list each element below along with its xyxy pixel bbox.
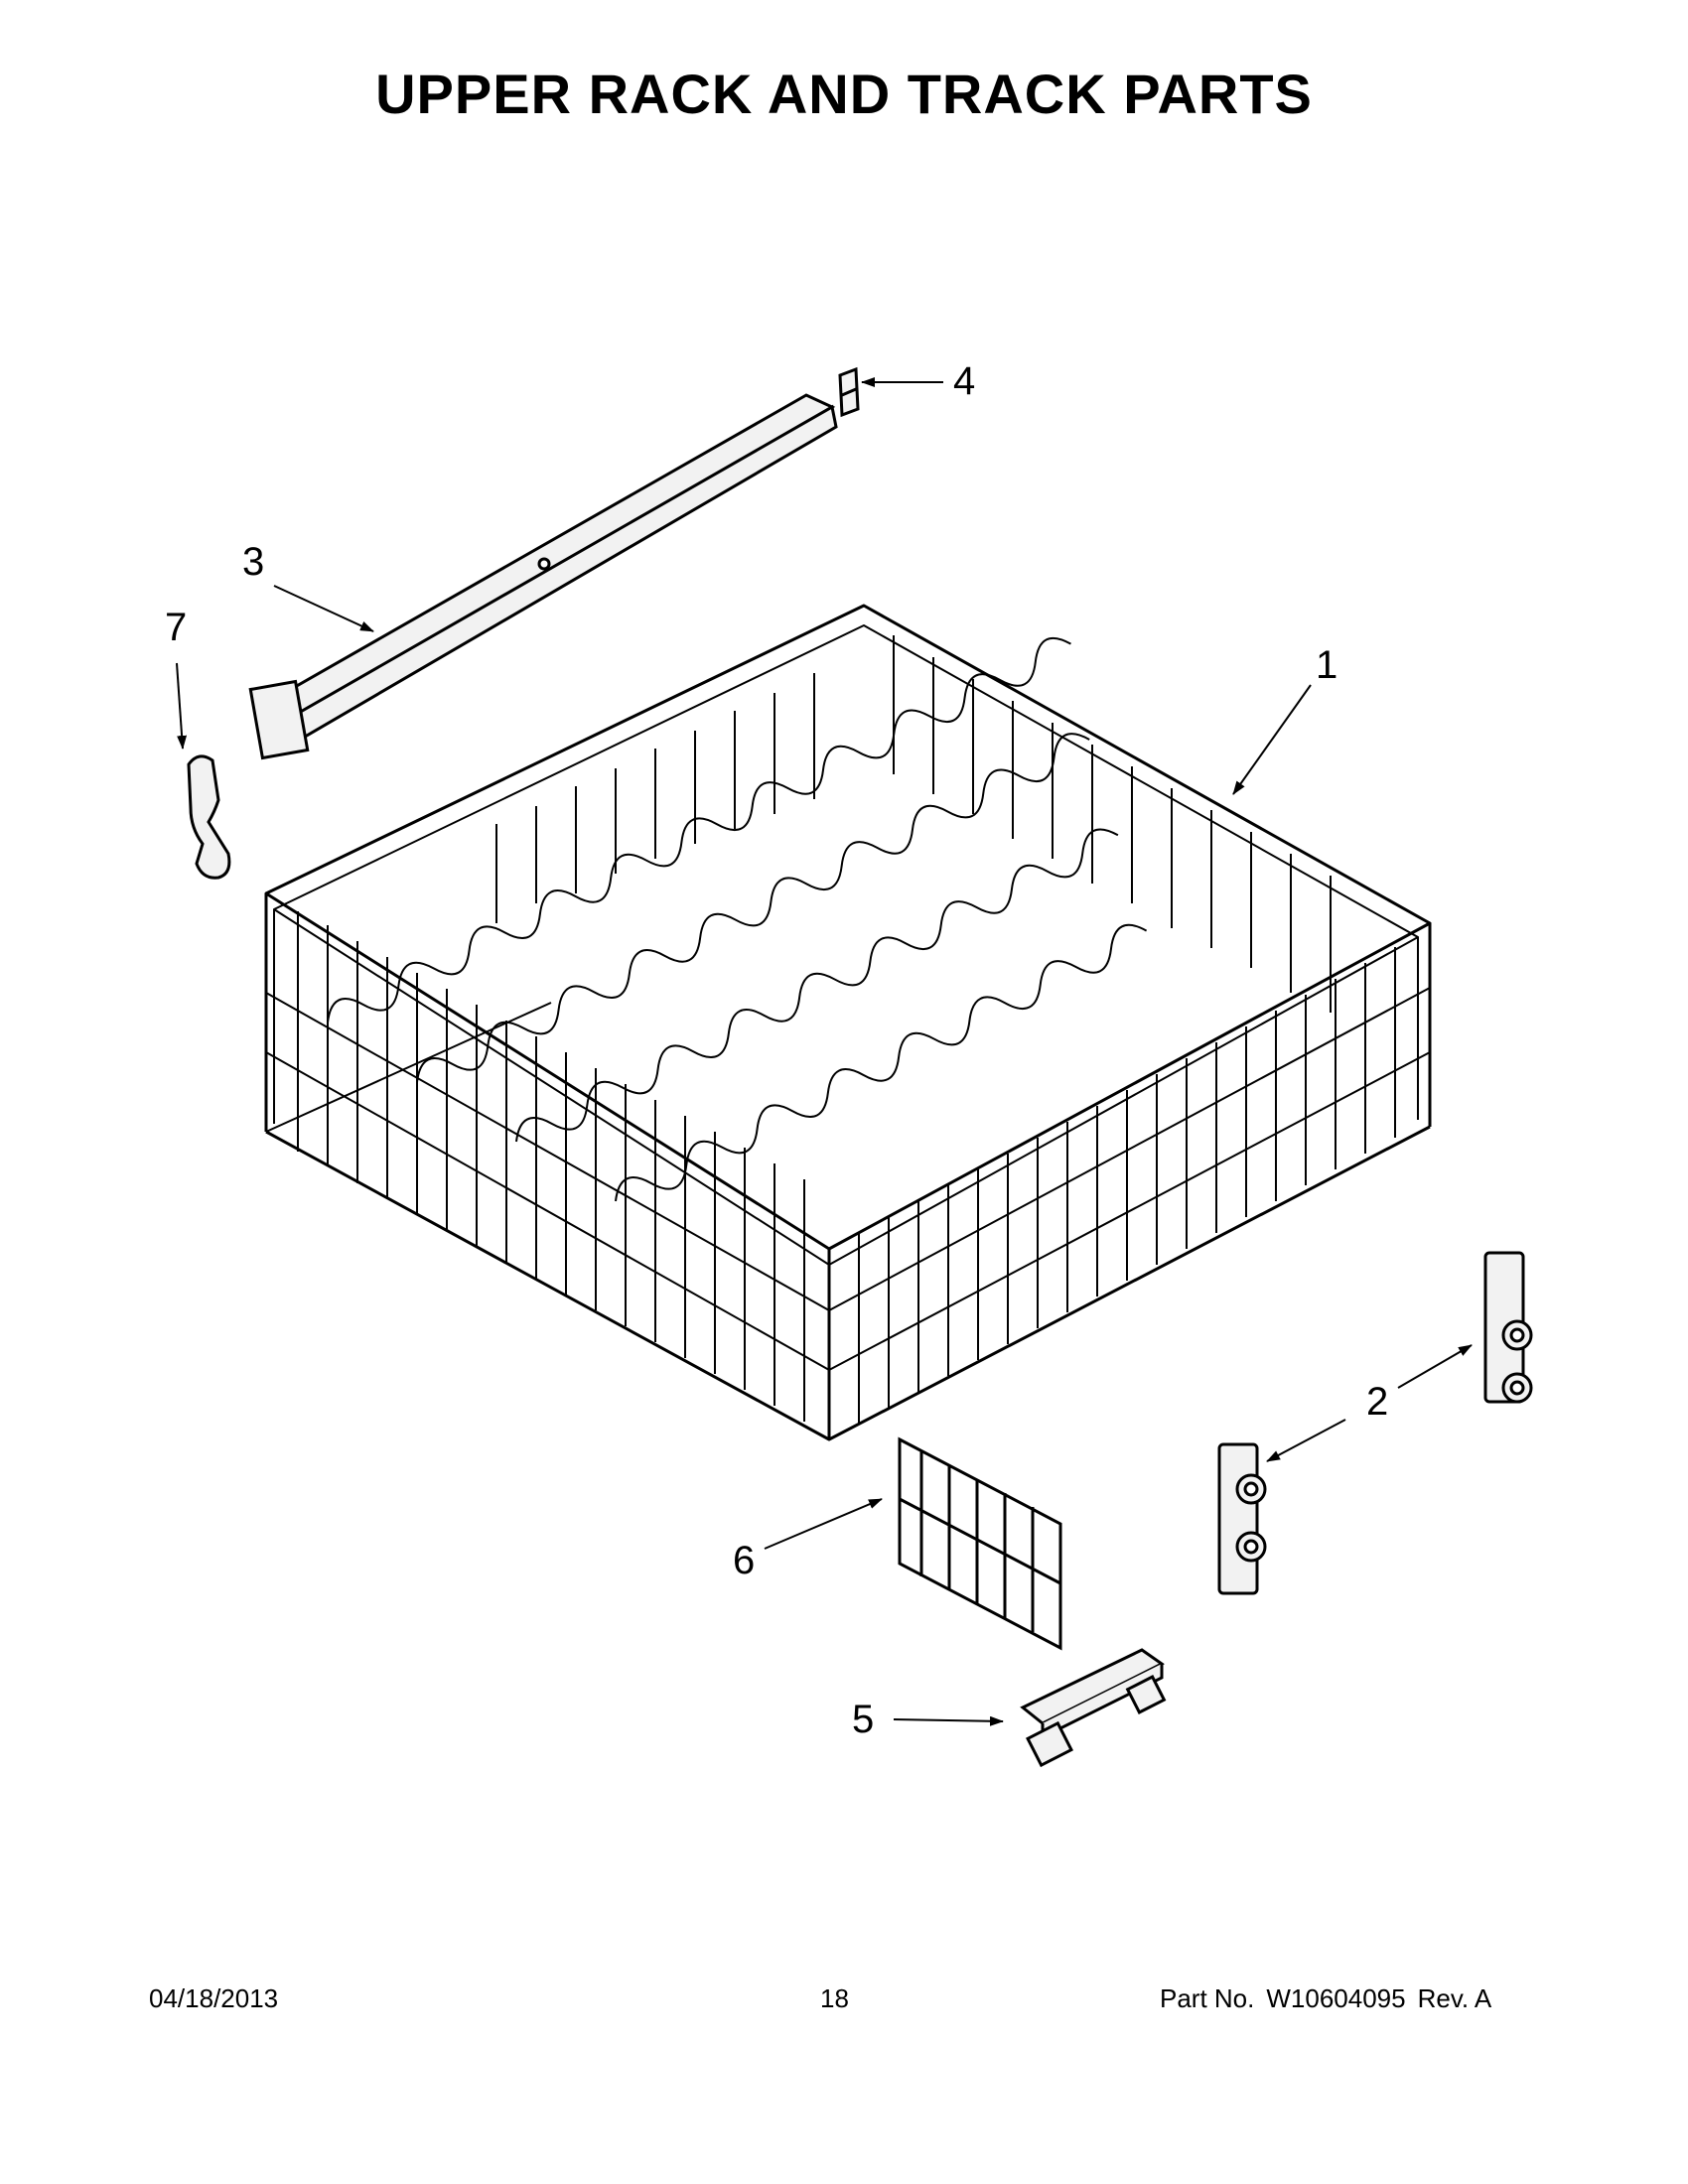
leader-lines — [176, 377, 1473, 1726]
leader-3 — [273, 585, 374, 632]
roller-assembly-left-drawing — [1217, 1442, 1267, 1595]
rack-front-right-tines — [858, 947, 1396, 1424]
rack-back-tines — [495, 635, 1332, 1013]
callout-3: 3 — [242, 540, 265, 584]
footer-part-info: Part No. W10604095 Rev. A — [1160, 1983, 1503, 2013]
tine-insert-drawing — [898, 1436, 1062, 1651]
callout-7: 7 — [165, 606, 188, 649]
footer-part-number: W10604095 — [1266, 1983, 1406, 2013]
rack-track-drawing — [248, 393, 838, 760]
rack-inner-wave-rows — [327, 636, 1148, 1202]
leader-2-lower — [1266, 1419, 1346, 1462]
leader-7 — [176, 662, 188, 750]
leader-6 — [764, 1498, 883, 1550]
bumper-clip-drawing — [1020, 1648, 1167, 1768]
callout-4: 4 — [953, 359, 976, 403]
callout-1: 1 — [1316, 643, 1338, 687]
clip-drawing — [187, 754, 231, 880]
footer-part-label: Part No. — [1160, 1983, 1255, 2013]
footer-date: 04/18/2013 — [149, 1983, 279, 2013]
rack-front-left-tines — [297, 911, 805, 1422]
footer-rev: Rev. A — [1417, 1983, 1492, 2013]
callout-2: 2 — [1366, 1380, 1389, 1424]
track-end-stop-drawing — [838, 366, 860, 418]
page-title: UPPER RACK AND TRACK PARTS — [375, 63, 1313, 125]
footer-page-number: 18 — [820, 1983, 849, 2013]
leader-2-upper — [1397, 1344, 1473, 1389]
roller-assembly-right-drawing — [1483, 1251, 1533, 1404]
leader-5 — [893, 1715, 1004, 1726]
leader-1 — [1232, 684, 1312, 795]
callout-6: 6 — [733, 1539, 756, 1582]
callout-5: 5 — [852, 1698, 875, 1741]
upper-rack-drawing — [264, 604, 1432, 1441]
